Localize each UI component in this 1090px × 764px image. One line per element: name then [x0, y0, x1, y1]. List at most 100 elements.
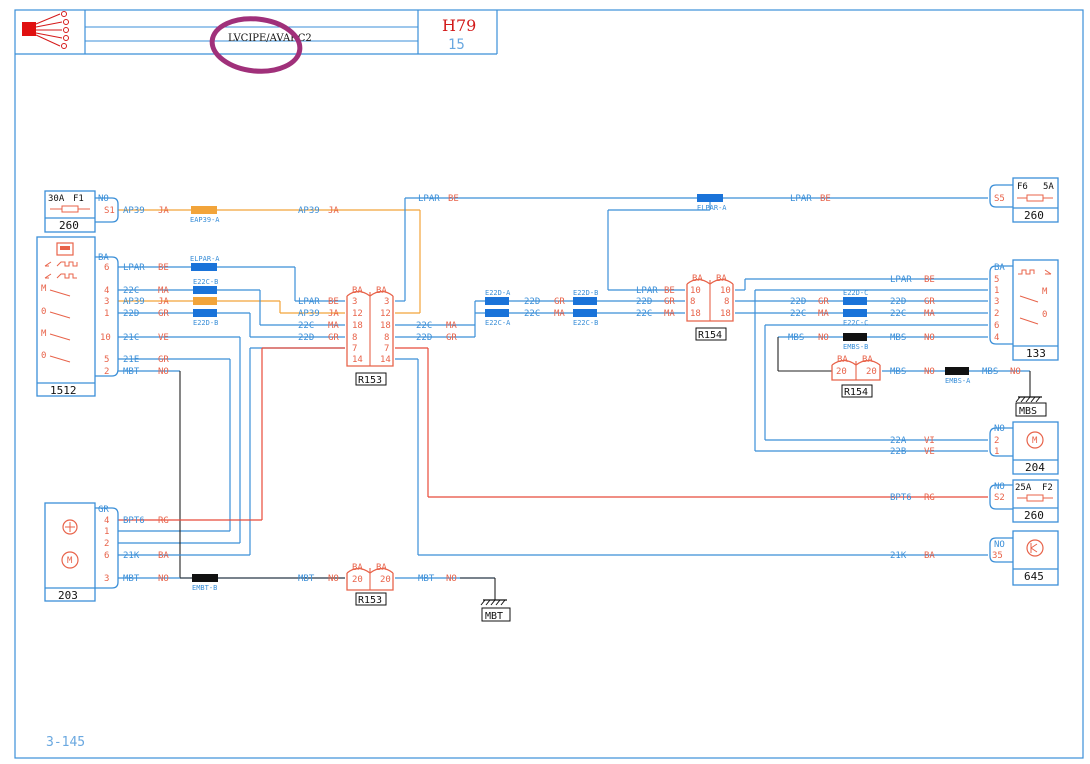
svg-text:3: 3: [994, 297, 999, 307]
svg-text:4: 4: [104, 286, 109, 296]
connector-r153-main: BA BA 3 12 18 8 7 14 3 12 18 8 7 14 R153: [346, 286, 394, 386]
splice-e22dc: [843, 297, 867, 305]
connector-r153-ground: BA BA 20 20 R153: [346, 563, 394, 606]
sheet-number: 15: [448, 37, 465, 53]
component-204: 204 M NO 2 1: [989, 421, 1059, 475]
svg-text:NO: NO: [924, 367, 935, 377]
svg-text:4: 4: [994, 333, 999, 343]
svg-text:GR: GR: [924, 297, 935, 307]
svg-text:GR: GR: [554, 297, 565, 307]
svg-text:M: M: [41, 284, 47, 294]
svg-text:22C: 22C: [416, 321, 432, 331]
svg-text:BA: BA: [924, 551, 935, 561]
svg-text:EMBT-B: EMBT-B: [192, 584, 217, 592]
svg-text:BE: BE: [328, 297, 339, 307]
svg-text:M: M: [1032, 436, 1038, 446]
svg-text:18: 18: [380, 321, 391, 331]
svg-text:F1: F1: [73, 194, 84, 204]
svg-text:R154: R154: [844, 387, 868, 398]
svg-text:RG: RG: [158, 516, 169, 526]
svg-text:2: 2: [104, 539, 109, 549]
svg-text:3: 3: [352, 297, 357, 307]
svg-text:NO: NO: [994, 424, 1005, 434]
svg-text:NO: NO: [328, 574, 339, 584]
svg-text:1: 1: [994, 286, 999, 296]
component-203: 203 M GR 4 1 2 6 3: [44, 502, 119, 602]
svg-text:14: 14: [380, 355, 391, 365]
svg-text:BA: BA: [692, 274, 703, 284]
svg-text:LPAR: LPAR: [298, 297, 320, 307]
svg-text:NO: NO: [446, 574, 457, 584]
svg-text:BA: BA: [862, 355, 873, 365]
svg-text:MA: MA: [664, 309, 675, 319]
svg-text:5: 5: [104, 355, 109, 365]
svg-text:22C: 22C: [298, 321, 314, 331]
svg-text:VE: VE: [158, 333, 169, 343]
svg-text:M: M: [67, 556, 73, 566]
svg-text:22D: 22D: [790, 297, 806, 307]
svg-text:MA: MA: [158, 286, 169, 296]
svg-text:AP39: AP39: [123, 297, 145, 307]
svg-text:645: 645: [1024, 570, 1044, 583]
svg-text:MBT: MBT: [123, 574, 140, 584]
svg-text:BE: BE: [664, 286, 675, 296]
svg-text:30A: 30A: [48, 194, 65, 204]
svg-text:22A: 22A: [890, 436, 907, 446]
svg-text:6: 6: [994, 321, 999, 331]
svg-text:8: 8: [690, 297, 695, 307]
svg-text:GR: GR: [818, 297, 829, 307]
svg-text:2: 2: [104, 367, 109, 377]
svg-text:BA: BA: [352, 286, 363, 296]
splice-elpar-a-left: [191, 263, 217, 271]
svg-text:5: 5: [994, 275, 999, 285]
svg-text:AP39: AP39: [123, 206, 145, 216]
svg-text:NO: NO: [158, 574, 169, 584]
svg-text:1: 1: [104, 527, 109, 537]
svg-text:22D: 22D: [524, 297, 540, 307]
svg-text:E22C-B: E22C-B: [573, 319, 598, 327]
svg-text:MA: MA: [328, 321, 339, 331]
svg-text:MA: MA: [554, 309, 565, 319]
svg-text:MBT: MBT: [123, 367, 140, 377]
svg-text:F6: F6: [1017, 182, 1028, 192]
svg-text:MBS: MBS: [788, 333, 804, 343]
svg-text:4: 4: [104, 516, 109, 526]
svg-text:10: 10: [690, 286, 701, 296]
svg-text:BA: BA: [98, 253, 109, 263]
svg-text:BPT6: BPT6: [890, 493, 912, 503]
svg-text:AP39: AP39: [298, 309, 320, 319]
svg-text:8: 8: [384, 333, 389, 343]
svg-text:ELPAR-A: ELPAR-A: [697, 204, 727, 212]
svg-text:133: 133: [1026, 347, 1046, 360]
svg-text:18: 18: [690, 309, 701, 319]
svg-text:R153: R153: [358, 595, 382, 606]
svg-text:E22D-C: E22D-C: [843, 289, 868, 297]
svg-text:8: 8: [352, 333, 357, 343]
svg-text:S1: S1: [104, 206, 115, 216]
connector-r154-small: BA BA 20 20 R154: [831, 355, 881, 398]
svg-text:RG: RG: [924, 493, 935, 503]
splice-e22cb: [573, 309, 597, 317]
connector-r154-main: BA BA 10 8 18 10 8 18 R154: [686, 274, 734, 341]
svg-text:NO: NO: [818, 333, 829, 343]
svg-text:25A: 25A: [1015, 483, 1032, 493]
sheet-title-code: H79: [442, 16, 476, 35]
svg-text:20: 20: [866, 367, 877, 377]
svg-text:35: 35: [992, 551, 1003, 561]
svg-text:BE: BE: [448, 194, 459, 204]
splice-eap39a-lower: [193, 297, 217, 305]
svg-text:22D: 22D: [123, 309, 139, 319]
svg-text:EMBS-B: EMBS-B: [843, 343, 868, 351]
svg-text:MBS: MBS: [890, 367, 906, 377]
svg-text:14: 14: [352, 355, 363, 365]
splice-elpar-a-top: [697, 194, 723, 202]
svg-text:E22D-B: E22D-B: [193, 319, 218, 327]
svg-text:NO: NO: [1010, 367, 1021, 377]
svg-text:0: 0: [41, 351, 46, 361]
svg-text:JA: JA: [328, 206, 339, 216]
component-133: 133 M 0 BA 5 1 3 2 6 4: [989, 259, 1059, 361]
ground-mbt-icon: MBT: [480, 599, 511, 622]
svg-text:GR: GR: [98, 505, 109, 515]
svg-text:7: 7: [352, 344, 357, 354]
title-block: LVCIPE/AVARC2 H79 15: [15, 10, 498, 74]
